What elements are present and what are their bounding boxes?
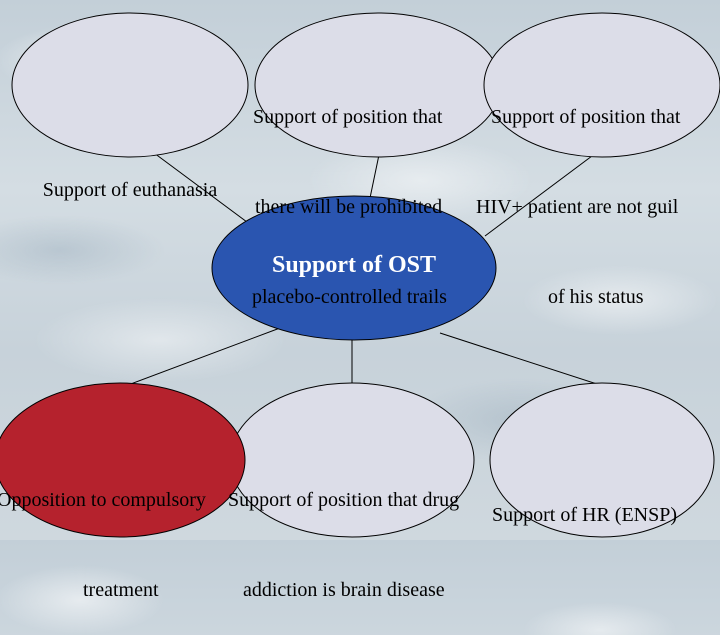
connector-compulsory <box>119 327 281 389</box>
center-label: Support of OST <box>271 252 437 278</box>
node-placebo <box>254 12 502 158</box>
node-center <box>211 195 497 341</box>
node-hiv <box>483 12 720 158</box>
compulsory-line-2: treatment <box>83 579 159 601</box>
drug-line-2: addiction is brain disease <box>243 579 445 601</box>
diagram-canvas <box>0 12 720 538</box>
node-compulsory <box>0 382 246 538</box>
node-hr <box>489 382 715 538</box>
connector-placebo <box>369 149 381 199</box>
connector-euthanasia <box>149 149 256 229</box>
connector-hiv <box>484 149 601 237</box>
node-drug <box>229 382 475 538</box>
node-euthanasia <box>11 12 249 158</box>
connector-hr <box>439 332 601 386</box>
